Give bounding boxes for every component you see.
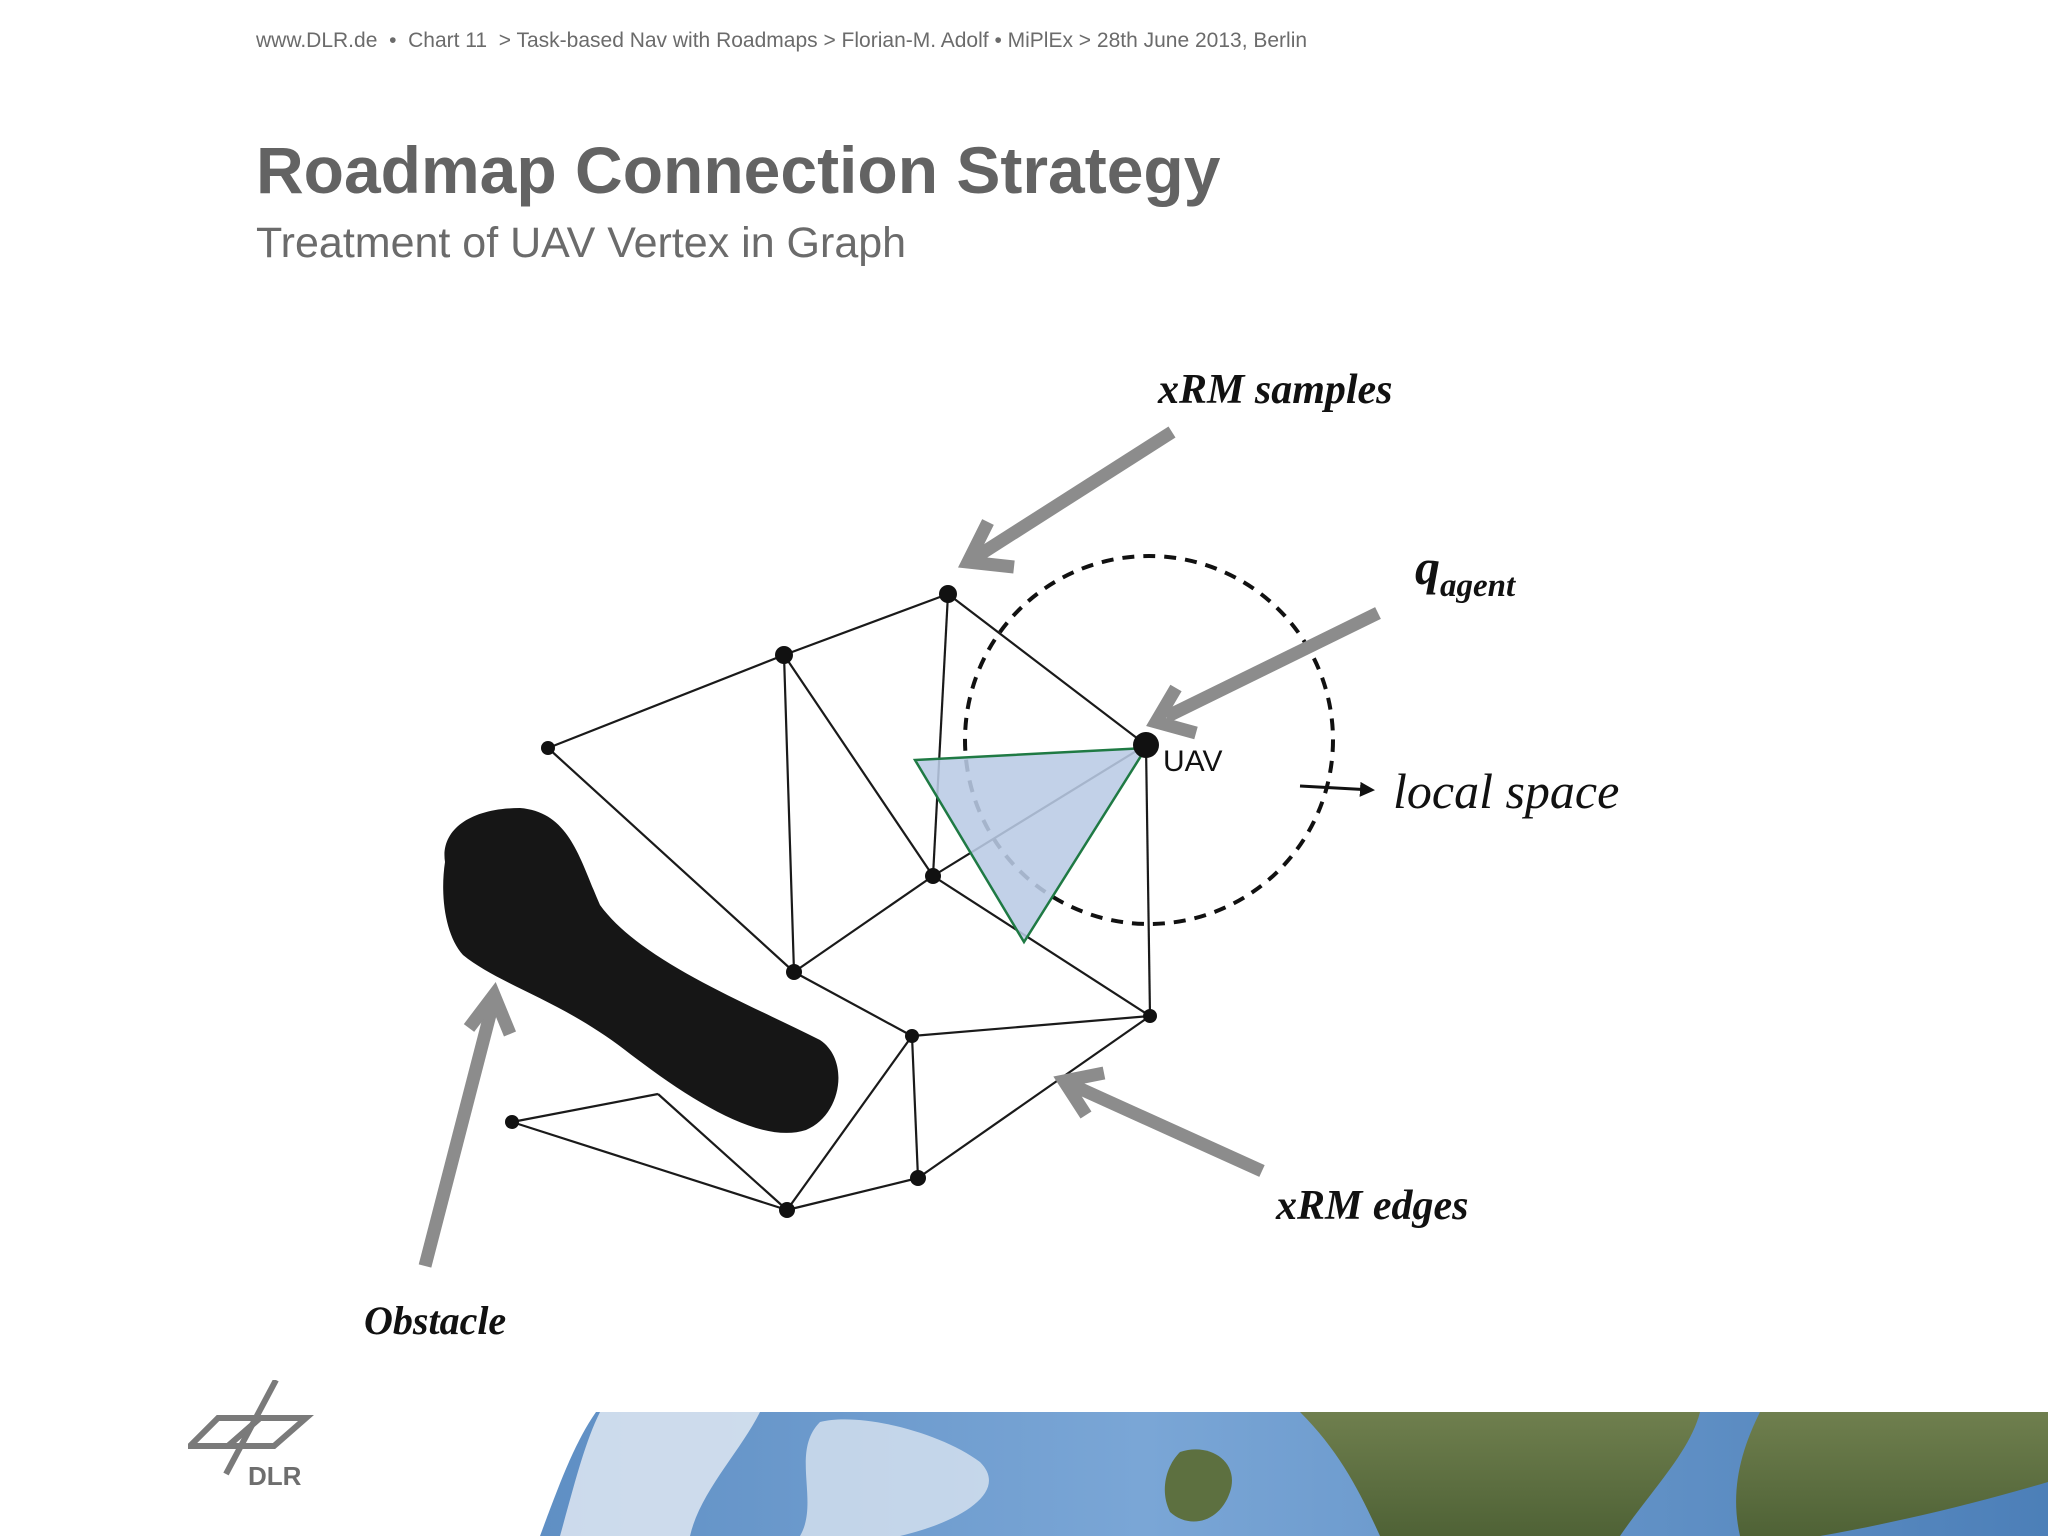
q-agent-arrow-shaft	[1163, 607, 1381, 723]
xrm-edge	[786, 1176, 919, 1212]
local-space-arrow	[1299, 781, 1375, 797]
earth-clouds	[560, 1412, 760, 1536]
xrm-samples-arrow-head	[958, 519, 1015, 574]
local-space-circle	[963, 554, 1335, 926]
q-agent-main: q	[1415, 539, 1440, 595]
xrm-edge	[793, 971, 913, 1037]
xrm-edge	[911, 1014, 1151, 1038]
header-chart: Chart 11	[408, 29, 488, 52]
obstacle-label: Obstacle	[364, 1298, 506, 1343]
xrm-node	[505, 1115, 519, 1129]
xrm-node	[779, 1202, 795, 1218]
xrm-node	[910, 1170, 926, 1186]
xrm-edge-group	[511, 592, 1152, 1212]
earth-banner-image	[540, 1412, 2048, 1536]
xrm-edge	[786, 1035, 913, 1211]
annotation-arrows	[418, 426, 1381, 1268]
earth-land	[1736, 1412, 2048, 1536]
header-crumb: > Task-based Nav with Roadmaps > Florian…	[498, 29, 1308, 52]
xrm-edge	[917, 1015, 1151, 1179]
header-site[interactable]: www.DLR.de	[256, 29, 378, 52]
xrm-edge	[947, 593, 1147, 746]
xrm-node	[905, 1029, 919, 1043]
uav-node	[1133, 732, 1159, 758]
q-agent-subscript: agent	[1440, 568, 1516, 604]
xrm-samples-arrow-shaft	[972, 426, 1176, 563]
xrm-edge	[932, 875, 1151, 1017]
dlr-logo[interactable]: DLR	[182, 1378, 318, 1495]
q-agent-arrow-head	[1146, 684, 1198, 740]
earth-land	[1300, 1412, 1700, 1536]
xrm-edge	[511, 1092, 659, 1124]
xrm-node	[541, 741, 555, 755]
xrm-node	[1143, 1009, 1157, 1023]
xrm-edge	[511, 1120, 788, 1212]
xrm-edge	[783, 592, 949, 657]
page-subtitle: Treatment of UAV Vertex in Graph	[256, 219, 907, 267]
header-separator: •	[389, 29, 397, 52]
obstacle-arrow-head	[463, 982, 517, 1037]
xrm-edges-arrow-shaft	[1069, 1079, 1265, 1177]
xrm-edge	[793, 875, 934, 973]
xrm-edge	[783, 654, 934, 877]
xrm-edge	[1144, 744, 1152, 1017]
xrm-edge	[547, 653, 785, 750]
roadmap-diagram: xRM samples qagent local space UAV xRM e…	[364, 367, 1619, 1343]
dlr-logo-mark: DLR	[182, 1378, 314, 1491]
page-title: Roadmap Connection Strategy	[256, 133, 1221, 207]
uav-connection-triangle	[912, 746, 1149, 945]
obstacle-shape	[443, 808, 839, 1133]
xrm-node	[925, 868, 941, 884]
header-breadcrumb: www.DLR.de • Chart 11 > Task-based Nav w…	[256, 29, 1307, 53]
xrm-node-group	[505, 585, 1159, 1218]
xrm-node	[939, 585, 957, 603]
local-space-label: local space	[1393, 763, 1619, 819]
xrm-edge	[782, 654, 796, 973]
earth-clouds	[800, 1419, 989, 1536]
q-agent-label: qagent	[1415, 539, 1516, 604]
uav-label: UAV	[1163, 745, 1222, 778]
xrm-edge	[931, 593, 950, 877]
dlr-logo-text: DLR	[248, 1461, 302, 1490]
xrm-node	[786, 964, 802, 980]
xrm-edges-label: xRM edges	[1275, 1183, 1469, 1229]
xrm-edge	[657, 1093, 788, 1211]
xrm-samples-label: xRM samples	[1157, 367, 1393, 413]
xrm-edge	[547, 747, 795, 973]
xrm-edges-arrow-head	[1053, 1066, 1106, 1119]
earth-land	[1164, 1449, 1232, 1522]
obstacle-arrow-shaft	[418, 1001, 500, 1268]
xrm-node	[775, 646, 793, 664]
xrm-edge	[910, 1035, 920, 1179]
